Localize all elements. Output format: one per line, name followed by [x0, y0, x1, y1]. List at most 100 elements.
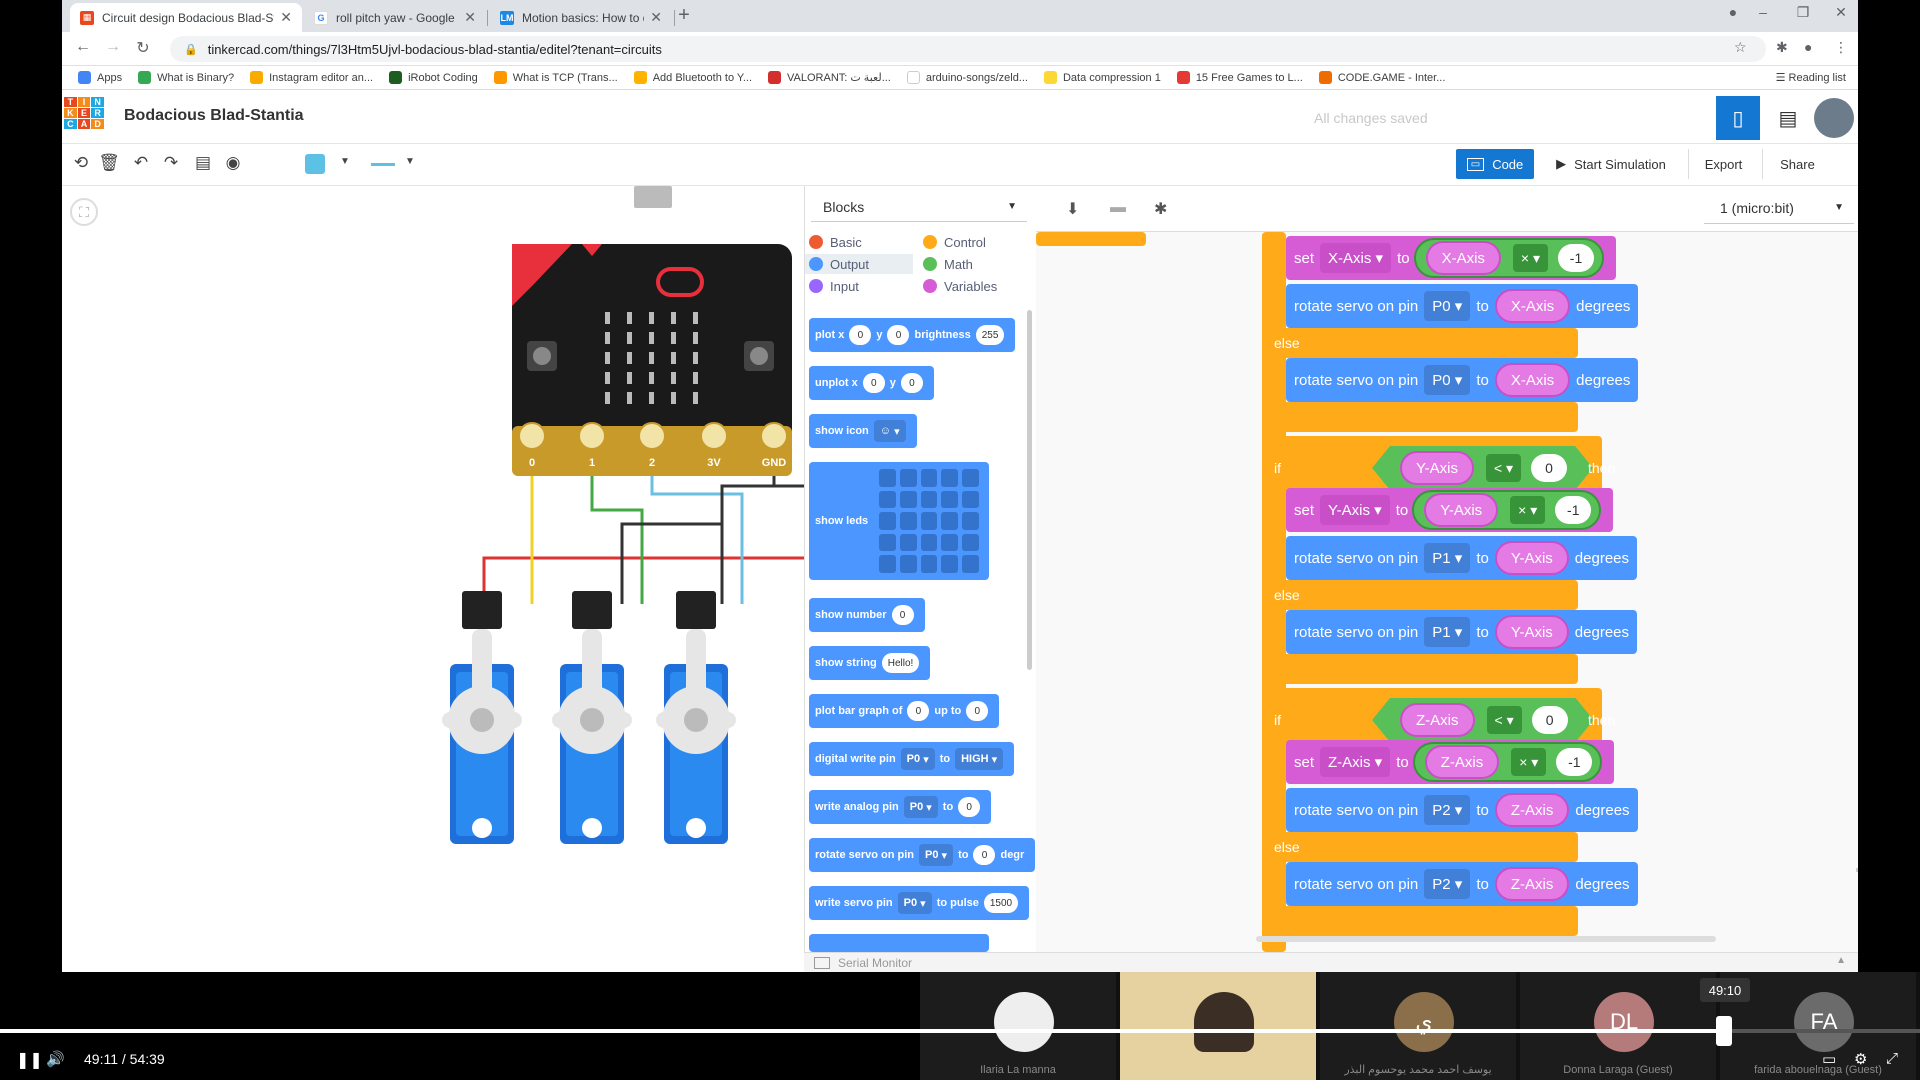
- led-cell[interactable]: [920, 469, 938, 487]
- reload-icon[interactable]: ↻: [136, 40, 150, 57]
- chevron-up-icon[interactable]: ▲: [1836, 955, 1846, 966]
- forward-arrow-icon[interactable]: →: [105, 38, 121, 55]
- close-icon[interactable]: ✕: [280, 9, 292, 25]
- operator-dropdown[interactable]: × ▾: [1512, 244, 1549, 272]
- fit-view-icon[interactable]: ⛶: [70, 198, 98, 226]
- pause-icon[interactable]: ❚❚: [16, 1052, 43, 1069]
- icon-dropdown[interactable]: ☺ ▾: [873, 420, 906, 442]
- close-icon[interactable]: ✕: [650, 9, 662, 25]
- bookmark-item[interactable]: VALORANT: لعبة ت...: [768, 71, 891, 84]
- seek-bar[interactable]: [0, 1029, 1920, 1033]
- led-cell[interactable]: [920, 533, 938, 552]
- components-list-button[interactable]: ▤: [1766, 96, 1810, 140]
- bookmark-item[interactable]: CODE.GAME - Inter...: [1318, 71, 1445, 84]
- menu-kebab-icon[interactable]: ⋮: [1834, 39, 1848, 55]
- pin-dropdown[interactable]: P0 ▾: [897, 892, 932, 914]
- profile-icon[interactable]: ●: [1804, 39, 1813, 55]
- bookmark-item[interactable]: Instagram editor an...: [250, 71, 373, 84]
- bookmark-item[interactable]: arduino-songs/zeld...: [906, 71, 1028, 84]
- category-variables[interactable]: Variables: [923, 276, 997, 296]
- device-dropdown[interactable]: 1 (micro:bit)▼: [1704, 192, 1854, 224]
- bookmark-item[interactable]: Data compression 1: [1043, 71, 1161, 84]
- value-pill[interactable]: Hello!: [881, 653, 920, 673]
- number-pill[interactable]: -1: [1555, 496, 1592, 524]
- variable-pill[interactable]: Y-Axis: [1494, 615, 1569, 649]
- pin-dropdown[interactable]: P2 ▾: [1424, 795, 1471, 825]
- seek-thumb[interactable]: [1716, 1016, 1732, 1046]
- led-cell[interactable]: [941, 512, 959, 530]
- operator-dropdown[interactable]: × ▾: [1510, 496, 1546, 524]
- led-cell[interactable]: [941, 555, 959, 573]
- led-cell[interactable]: [962, 555, 979, 573]
- delete-trash-icon[interactable]: 🗑: [98, 153, 120, 172]
- number-pill[interactable]: 0: [1531, 454, 1567, 482]
- value-pill[interactable]: 0: [966, 701, 989, 721]
- bookmark-item[interactable]: 15 Free Games to L...: [1176, 71, 1303, 84]
- variable-pill[interactable]: Z-Axis: [1494, 793, 1570, 827]
- value-pill[interactable]: 255: [975, 325, 1005, 345]
- pin-dropdown[interactable]: P0 ▾: [1424, 365, 1471, 395]
- value-pill[interactable]: 1500: [983, 893, 1019, 913]
- notes-icon[interactable]: ▤: [194, 153, 212, 172]
- user-avatar[interactable]: [1814, 98, 1854, 138]
- category-output[interactable]: Output: [805, 254, 913, 274]
- download-icon[interactable]: ⬇: [1066, 201, 1080, 218]
- participant-tile[interactable]: DL Donna Laraga (Guest): [1520, 972, 1716, 1080]
- variable-pill[interactable]: X-Axis: [1494, 363, 1571, 397]
- operator-dropdown[interactable]: × ▾: [1511, 748, 1547, 776]
- participant-tile[interactable]: ي يوسف احمد محمد يوحسوم البذر: [1320, 972, 1516, 1080]
- servo-motor[interactable]: [442, 591, 522, 844]
- variable-pill[interactable]: Y-Axis: [1424, 493, 1499, 527]
- circuit-view-button[interactable]: ▯: [1716, 96, 1760, 140]
- pin-0[interactable]: [518, 422, 546, 450]
- led-cell[interactable]: [962, 512, 979, 530]
- led-cell[interactable]: [899, 533, 917, 552]
- category-input[interactable]: Input: [809, 276, 859, 296]
- value-pill[interactable]: 0: [900, 373, 923, 393]
- pin-2[interactable]: [638, 422, 666, 450]
- servo-motor[interactable]: [656, 591, 736, 844]
- variable-dropdown[interactable]: Y-Axis ▾: [1320, 495, 1390, 525]
- share-button[interactable]: Share: [1762, 149, 1832, 179]
- number-pill[interactable]: -1: [1556, 748, 1593, 776]
- category-math[interactable]: Math: [923, 254, 973, 274]
- number-pill[interactable]: 0: [1532, 706, 1568, 734]
- led-cell[interactable]: [920, 490, 938, 509]
- value-pill[interactable]: 0: [958, 797, 981, 817]
- z-less-than-condition[interactable]: Z-Axis< ▾0: [1372, 698, 1594, 742]
- operator-dropdown[interactable]: < ▾: [1486, 454, 1521, 482]
- editor-mode-dropdown[interactable]: Blocks▼: [811, 192, 1027, 222]
- reading-list[interactable]: ☰ Reading list: [1776, 71, 1846, 84]
- led-cell[interactable]: [879, 555, 896, 573]
- pin-dropdown[interactable]: P0 ▾: [903, 796, 938, 818]
- led-cell[interactable]: [941, 469, 959, 487]
- bookmark-apps[interactable]: Apps: [78, 71, 122, 84]
- address-bar[interactable]: 🔒 tinkercad.com/things/7l3Htm5Ujvl-bodac…: [170, 36, 1766, 62]
- captions-icon[interactable]: ▭: [1822, 1051, 1837, 1068]
- operator-dropdown[interactable]: < ▾: [1487, 706, 1522, 734]
- undo-icon[interactable]: ↶: [133, 153, 149, 172]
- participant-tile[interactable]: FA farida abouelnaga (Guest): [1720, 972, 1916, 1080]
- pin-gnd[interactable]: [760, 422, 788, 450]
- number-pill[interactable]: -1: [1558, 244, 1595, 272]
- led-cell[interactable]: [920, 555, 938, 573]
- led-cell[interactable]: [899, 555, 917, 573]
- multiply-op[interactable]: Z-Axis× ▾-1: [1412, 742, 1603, 782]
- bookmark-item[interactable]: Add Bluetooth to Y...: [633, 71, 752, 84]
- rotate-icon[interactable]: ⟲: [73, 153, 89, 172]
- pin-3v[interactable]: [700, 422, 728, 450]
- variable-pill[interactable]: X-Axis: [1425, 241, 1501, 275]
- led-cell[interactable]: [962, 469, 979, 487]
- led-cell[interactable]: [879, 490, 896, 509]
- start-simulation-button[interactable]: ▶Start Simulation: [1544, 149, 1678, 179]
- value-pill[interactable]: 0: [887, 325, 910, 345]
